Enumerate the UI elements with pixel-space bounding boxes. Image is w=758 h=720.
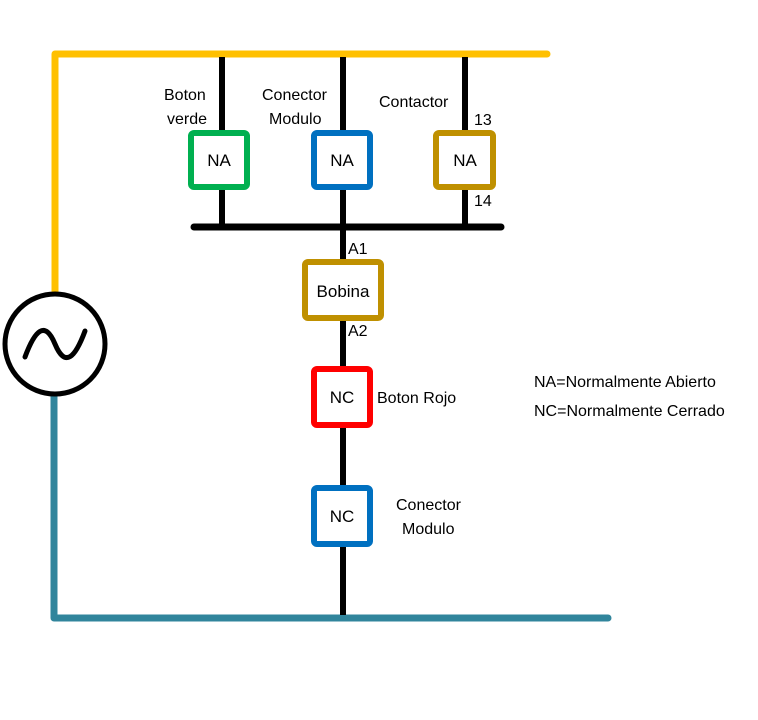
label-modulo-nc: Modulo <box>402 521 455 538</box>
label-verde: verde <box>167 111 207 128</box>
contact-type-label: NA <box>330 151 354 170</box>
terminal-13: 13 <box>474 112 492 129</box>
contact-type-label: NA <box>207 151 231 170</box>
contact-boton-verde: NA <box>188 130 250 190</box>
coil-label: Bobina <box>317 282 370 301</box>
contact-conector-modulo-nc: NC <box>311 485 373 547</box>
label-contactor: Contactor <box>379 94 449 111</box>
terminal-a1: A1 <box>348 241 368 258</box>
label-conector: Conector <box>262 87 328 104</box>
coil-bobina: Bobina <box>302 259 384 321</box>
label-boton: Boton <box>164 87 206 104</box>
ac-source-icon <box>2 291 108 397</box>
contact-boton-rojo: NC <box>311 366 373 428</box>
terminal-14: 14 <box>474 193 492 210</box>
contact-conector-modulo-na: NA <box>311 130 373 190</box>
phase-line <box>51 50 551 299</box>
label-modulo: Modulo <box>269 111 322 128</box>
contact-contactor: NA <box>433 130 496 190</box>
contact-type-label: NA <box>453 151 477 170</box>
neutral-line <box>50 392 612 622</box>
label-conector-nc: Conector <box>396 497 462 514</box>
legend-na: NA=Normalmente Abierto <box>534 374 716 391</box>
contact-type-label: NC <box>330 388 355 407</box>
contact-type-label: NC <box>330 507 355 526</box>
terminal-a2: A2 <box>348 323 368 340</box>
label-boton-rojo: Boton Rojo <box>377 390 456 407</box>
legend-nc: NC=Normalmente Cerrado <box>534 403 725 420</box>
